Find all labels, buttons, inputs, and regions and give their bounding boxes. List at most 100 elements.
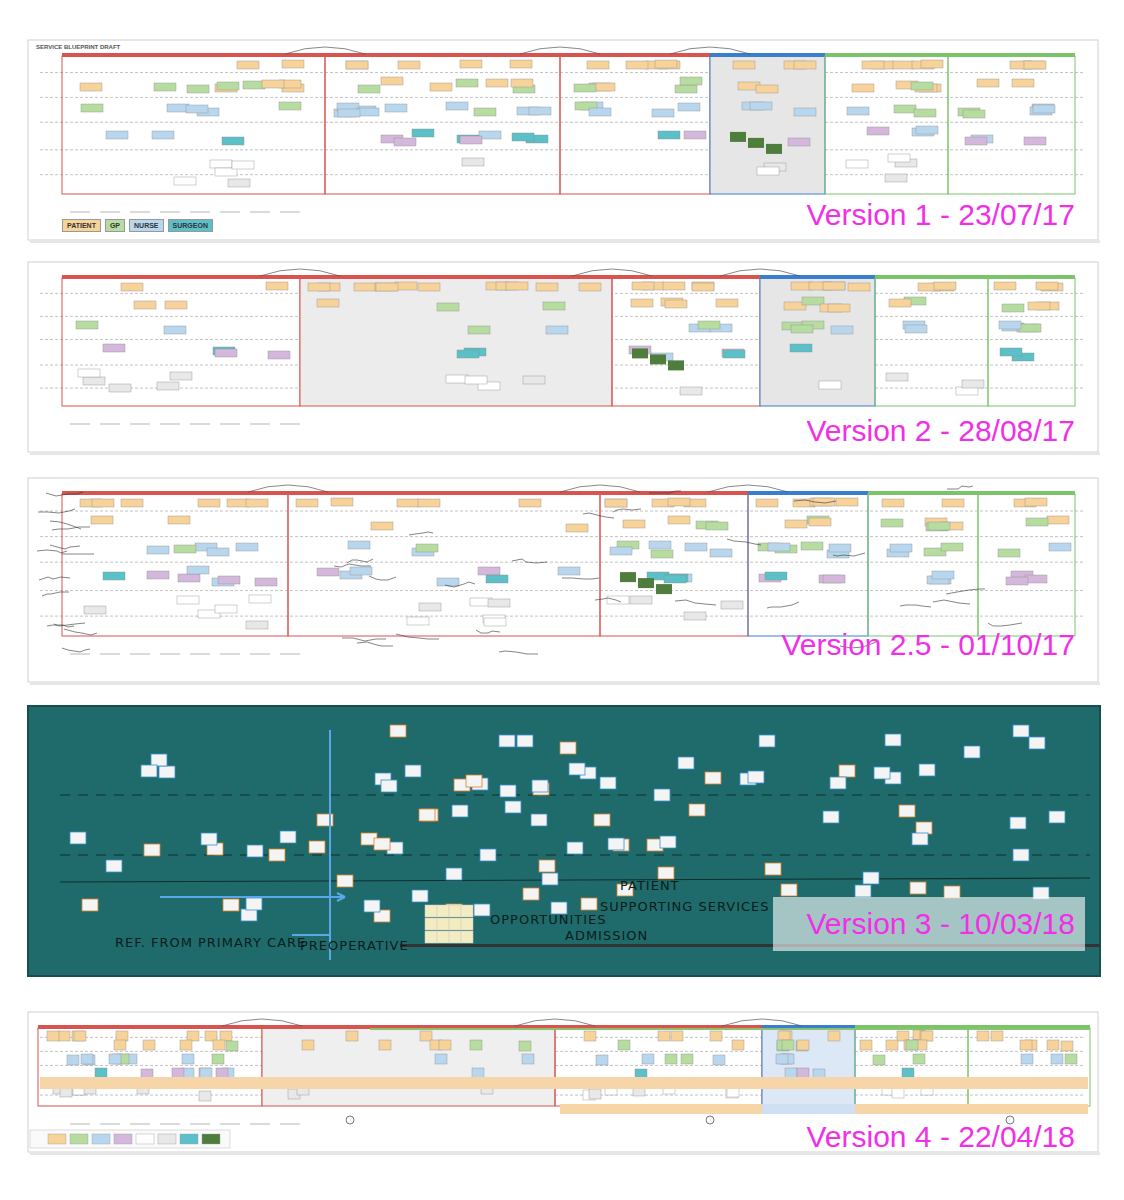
- blueprint-note: [638, 578, 654, 588]
- sticky-note: [899, 805, 915, 817]
- blueprint-note: [756, 85, 778, 93]
- section-frame: [62, 278, 300, 406]
- lane-line: [40, 122, 1085, 123]
- blueprint-note: [348, 541, 370, 549]
- sticky-note: [1029, 737, 1045, 749]
- blueprint-note: [462, 158, 484, 166]
- sticky-note: [705, 772, 721, 784]
- blueprint-note: [395, 282, 417, 290]
- section-frame: [288, 494, 600, 636]
- blueprint-note: [733, 61, 755, 69]
- blueprint-note: [506, 282, 528, 290]
- loop-arc: [515, 1019, 595, 1026]
- sticky-note: [689, 804, 705, 816]
- blueprint-note: [823, 282, 845, 290]
- blueprint-note: [228, 179, 250, 187]
- blueprint-note: [862, 61, 884, 69]
- blueprint-note: [999, 321, 1021, 329]
- blueprint-note: [174, 545, 196, 553]
- sticky-note: [660, 836, 676, 848]
- section-shade: [710, 56, 825, 194]
- blueprint-note: [76, 321, 98, 329]
- blueprint-note: [121, 499, 143, 507]
- handwritten-note: [675, 600, 716, 605]
- key-box: [30, 1130, 230, 1148]
- blueprint-note: [103, 344, 125, 352]
- sticky-note: [781, 884, 797, 896]
- blueprint-note: [346, 61, 368, 69]
- blueprint-note: [796, 1041, 808, 1051]
- note-text-line: [250, 212, 270, 213]
- section-frame: [555, 1028, 762, 1106]
- blueprint-note: [829, 544, 851, 552]
- blueprint-note: [663, 282, 685, 290]
- blueprint-note: [642, 1054, 654, 1064]
- note-text-line: [130, 424, 150, 425]
- blueprint-note: [668, 498, 690, 506]
- sticky-note: [419, 809, 435, 821]
- sticky-note: [452, 805, 468, 817]
- blueprint-note: [914, 109, 936, 117]
- blueprint-note: [998, 549, 1020, 557]
- blueprint-note: [199, 1091, 211, 1101]
- blueprint-note: [147, 571, 169, 579]
- blueprint-note: [152, 131, 174, 139]
- blueprint-note: [905, 325, 927, 333]
- blueprint-note: [472, 1068, 484, 1078]
- handwritten-note: [512, 559, 547, 563]
- blueprint-note: [618, 1040, 630, 1050]
- blueprint-note: [95, 1068, 107, 1078]
- blueprint-note: [1020, 1040, 1032, 1050]
- sticky-note: [505, 801, 521, 813]
- sticky-note: [863, 872, 879, 884]
- panel: [28, 40, 1098, 240]
- section-frame: [988, 278, 1075, 406]
- blueprint-note: [991, 1031, 1003, 1041]
- handwritten-note: [62, 648, 90, 652]
- blueprint-note: [1033, 105, 1055, 113]
- blueprint-note: [710, 549, 732, 557]
- section-frame: [762, 1028, 855, 1106]
- sticky-note: [916, 822, 932, 834]
- note-text-line: [280, 1124, 300, 1125]
- section-frame: [748, 494, 868, 636]
- loop-arc: [520, 47, 600, 54]
- caption-patch: [773, 897, 1085, 951]
- blueprint-note: [776, 1054, 788, 1064]
- blueprint-note: [84, 606, 106, 614]
- blueprint-note: [831, 326, 853, 334]
- note-text-line: [100, 212, 120, 213]
- blueprint-note: [1024, 61, 1046, 69]
- sticky-note: [151, 754, 167, 766]
- legend-swatch: GP: [105, 219, 125, 232]
- section-shade: [262, 1028, 555, 1106]
- blueprint-note: [956, 387, 978, 395]
- key-swatch: [92, 1134, 110, 1144]
- blueprint-note: [732, 1040, 744, 1050]
- blueprint-note: [418, 499, 440, 507]
- sticky-stack: [449, 931, 461, 943]
- legend-swatch: PATIENT: [62, 219, 101, 232]
- blueprint-note: [668, 516, 690, 524]
- blueprint-note: [823, 282, 845, 290]
- legend-text: PATIENT: [67, 222, 96, 229]
- note-text-line: [280, 654, 300, 655]
- sticky-note: [855, 885, 871, 897]
- blueprint-note: [187, 85, 209, 93]
- loop-arc: [260, 269, 340, 276]
- whiteboard-word: ADMISSION: [565, 928, 648, 943]
- lane-line: [40, 536, 1085, 537]
- section-frame: [560, 56, 710, 194]
- section-frame: [760, 278, 875, 406]
- sticky-note: [246, 898, 262, 910]
- blueprint-note: [882, 499, 904, 507]
- blueprint-note: [631, 299, 653, 307]
- handwritten-note: [900, 605, 931, 607]
- section-bar: [978, 491, 1075, 495]
- panel: [28, 478, 1098, 682]
- sticky-note: [885, 734, 901, 746]
- blueprint-note: [420, 1031, 432, 1041]
- blueprint-note: [902, 1068, 914, 1078]
- key-swatch: [136, 1134, 154, 1144]
- blueprint-note: [823, 575, 845, 583]
